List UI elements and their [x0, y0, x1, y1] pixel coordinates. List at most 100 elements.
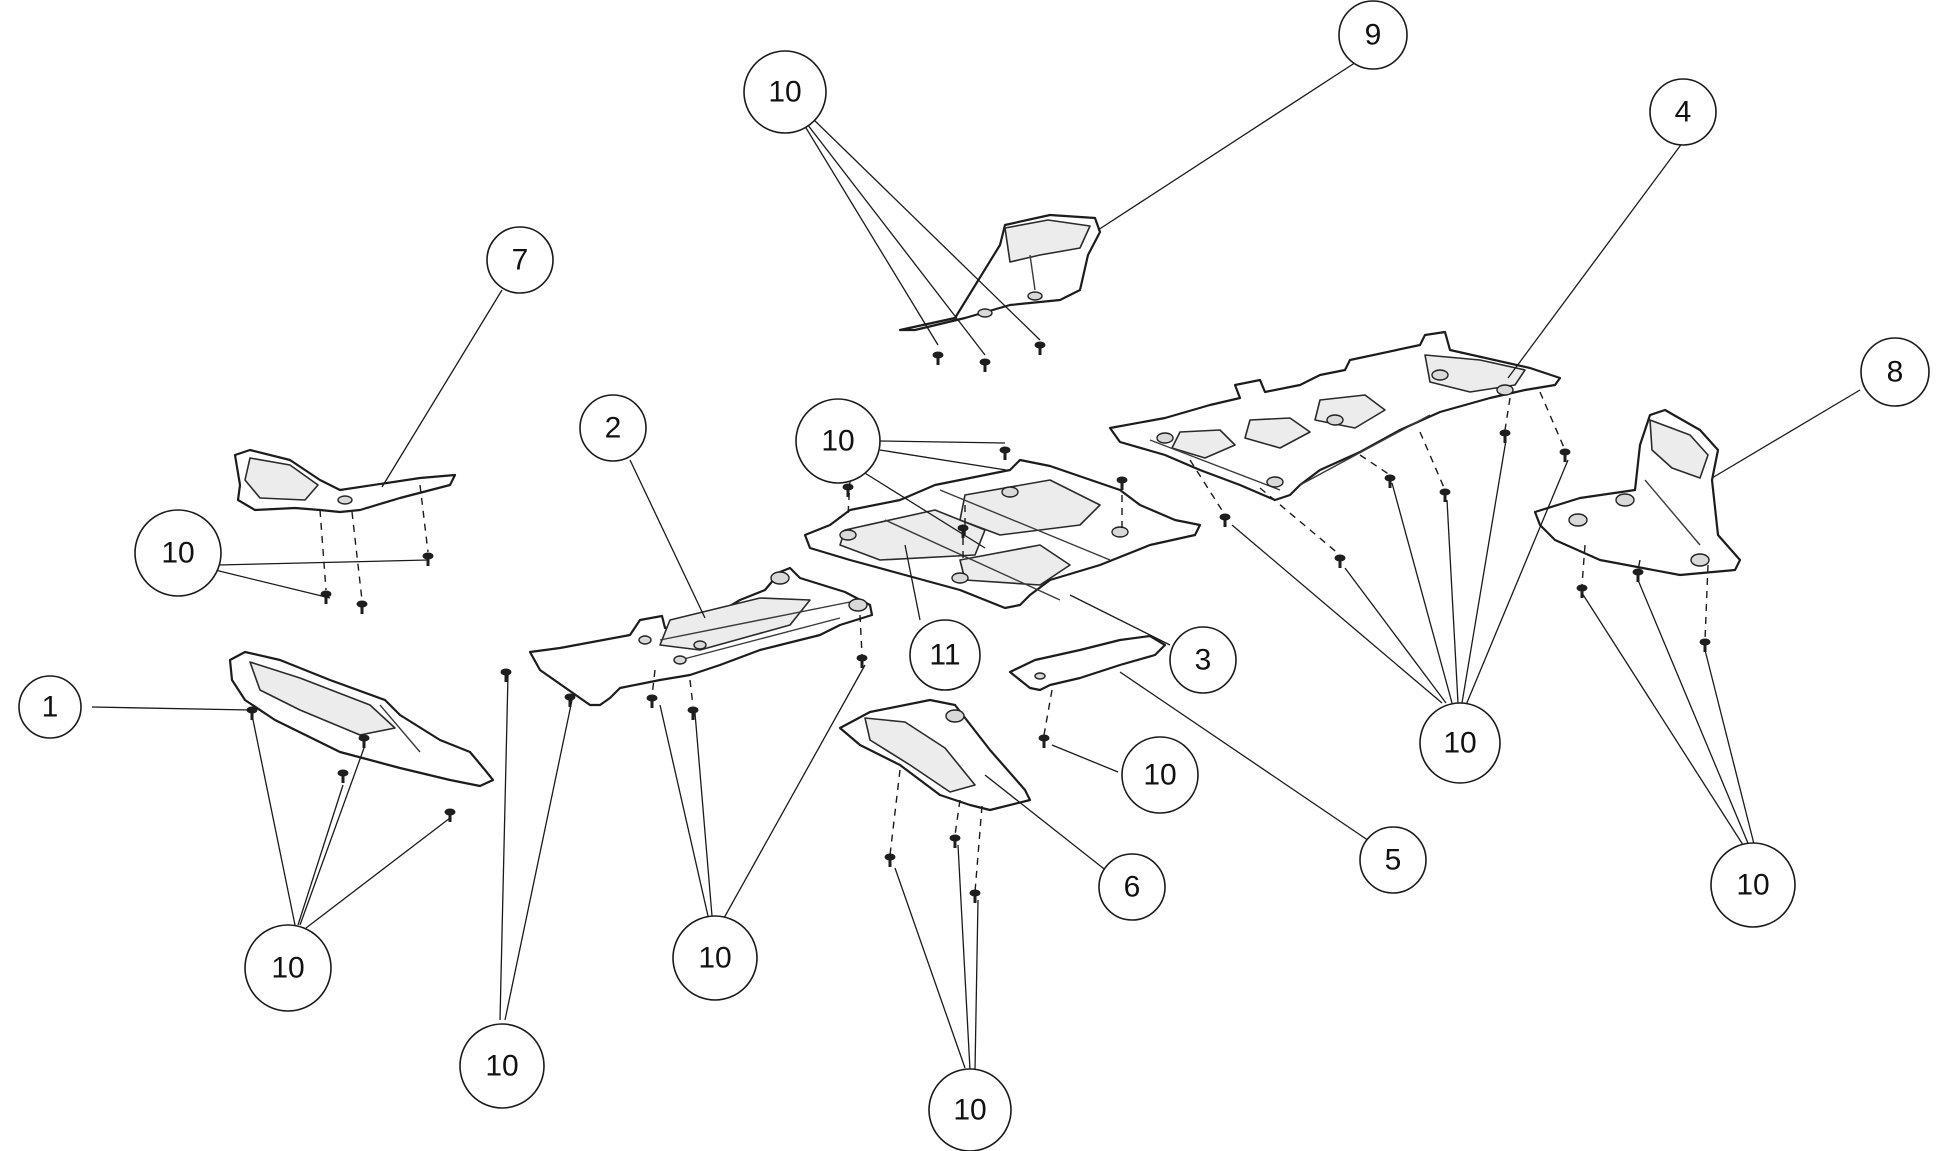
- callout-label: 10: [161, 537, 194, 570]
- callout-c5: 5: [1359, 826, 1427, 894]
- bolt: [1038, 734, 1050, 748]
- part-8-side-guard: [1533, 408, 1742, 577]
- bolt: [932, 351, 944, 365]
- callout-c11: 11: [909, 619, 981, 691]
- part-7-side-guard: [233, 448, 457, 514]
- bolt: [1559, 448, 1571, 462]
- part-9-skid-shield: [898, 213, 1102, 332]
- callout-c2: 2: [579, 394, 647, 462]
- callout-label: 6: [1124, 871, 1141, 904]
- callout-circle: [1121, 736, 1199, 814]
- bolt: [356, 600, 368, 614]
- bolt: [1219, 513, 1231, 527]
- bolt: [646, 694, 658, 708]
- callout-circle: [579, 394, 647, 462]
- callout-label: 9: [1365, 19, 1382, 52]
- bolt: [500, 668, 512, 682]
- callout-c4: 4: [1649, 78, 1717, 146]
- part-1-side-guard: [228, 650, 495, 788]
- callouts: 123456789101010101010101010101011: [18, 0, 1930, 1151]
- callout-label: 5: [1385, 844, 1402, 877]
- callout-c10h: 10: [928, 1068, 1012, 1151]
- bolt: [979, 358, 991, 372]
- part-6-front-bracket: [838, 698, 1032, 812]
- callout-circle: [244, 924, 332, 1012]
- callout-circle: [1359, 826, 1427, 894]
- callout-label: 10: [1143, 759, 1176, 792]
- bolt: [1632, 568, 1644, 582]
- bolt: [358, 734, 370, 748]
- callout-circle: [1098, 853, 1166, 921]
- alignment-lines: [319, 391, 1709, 893]
- callout-circle: [459, 1023, 545, 1109]
- callout-label: 10: [821, 425, 854, 458]
- callout-circle: [795, 398, 881, 484]
- leader-lines: [91, 52, 1861, 1071]
- bolt: [949, 834, 961, 848]
- callout-label: 10: [1736, 869, 1769, 902]
- callout-c9: 9: [1338, 0, 1408, 70]
- callout-label: 4: [1675, 96, 1692, 129]
- bolt: [884, 853, 896, 867]
- bolt: [1699, 638, 1711, 652]
- bolt: [1334, 554, 1346, 568]
- callout-c8: 8: [1860, 337, 1930, 407]
- part-5-cover-plate: [1008, 634, 1167, 692]
- callout-label: 11: [929, 639, 960, 672]
- bolt: [969, 889, 981, 903]
- callout-circle: [909, 619, 981, 691]
- callout-label: 3: [1195, 644, 1212, 677]
- callout-label: 10: [768, 76, 801, 109]
- bolt: [1116, 476, 1128, 490]
- callout-label: 10: [485, 1050, 518, 1083]
- callout-c3: 3: [1169, 626, 1237, 694]
- bolt: [999, 446, 1011, 460]
- fastener-bolts: [246, 341, 1711, 903]
- callout-c10e: 10: [672, 915, 758, 1001]
- part-2-skid-plate: [528, 566, 874, 707]
- callout-c10c: 10: [795, 398, 881, 484]
- callout-circle: [486, 226, 554, 294]
- bolt: [564, 693, 576, 707]
- bolt: [1034, 341, 1046, 355]
- callout-c6: 6: [1098, 853, 1166, 921]
- bolt: [856, 654, 868, 668]
- callout-label: 10: [1443, 727, 1476, 760]
- bolt: [1576, 584, 1588, 598]
- bolt: [444, 808, 456, 822]
- callout-circle: [1419, 702, 1501, 784]
- callout-circle: [1169, 626, 1237, 694]
- callout-circle: [672, 915, 758, 1001]
- callout-c10d: 10: [244, 924, 332, 1012]
- part-4-skid-plate: [1108, 330, 1562, 502]
- callout-circle: [928, 1068, 1012, 1151]
- callout-c10b: 10: [134, 509, 222, 597]
- bolt: [337, 769, 349, 783]
- bolt: [1384, 474, 1396, 488]
- callout-circle: [743, 50, 827, 134]
- callout-circle: [1338, 0, 1408, 70]
- callout-label: 1: [42, 691, 59, 724]
- callout-circle: [1710, 842, 1796, 928]
- bolt: [422, 552, 434, 566]
- callout-circle: [1860, 337, 1930, 407]
- callout-c10f: 10: [459, 1023, 545, 1109]
- callout-label: 10: [953, 1094, 986, 1127]
- callout-label: 7: [512, 244, 529, 277]
- bolt: [687, 706, 699, 720]
- bolt: [1499, 429, 1511, 443]
- callout-label: 10: [698, 942, 731, 975]
- callout-c10j: 10: [1710, 842, 1796, 928]
- callout-c10a: 10: [743, 50, 827, 134]
- callout-circle: [134, 509, 222, 597]
- callout-circle: [1649, 78, 1717, 146]
- part-3-skid-plate: [803, 458, 1202, 610]
- bolt: [1439, 488, 1451, 502]
- callout-circle: [18, 675, 82, 739]
- callout-label: 8: [1887, 356, 1904, 389]
- callout-c7: 7: [486, 226, 554, 294]
- callout-label: 10: [271, 952, 304, 985]
- callout-c1: 1: [18, 675, 82, 739]
- callout-c10i: 10: [1419, 702, 1501, 784]
